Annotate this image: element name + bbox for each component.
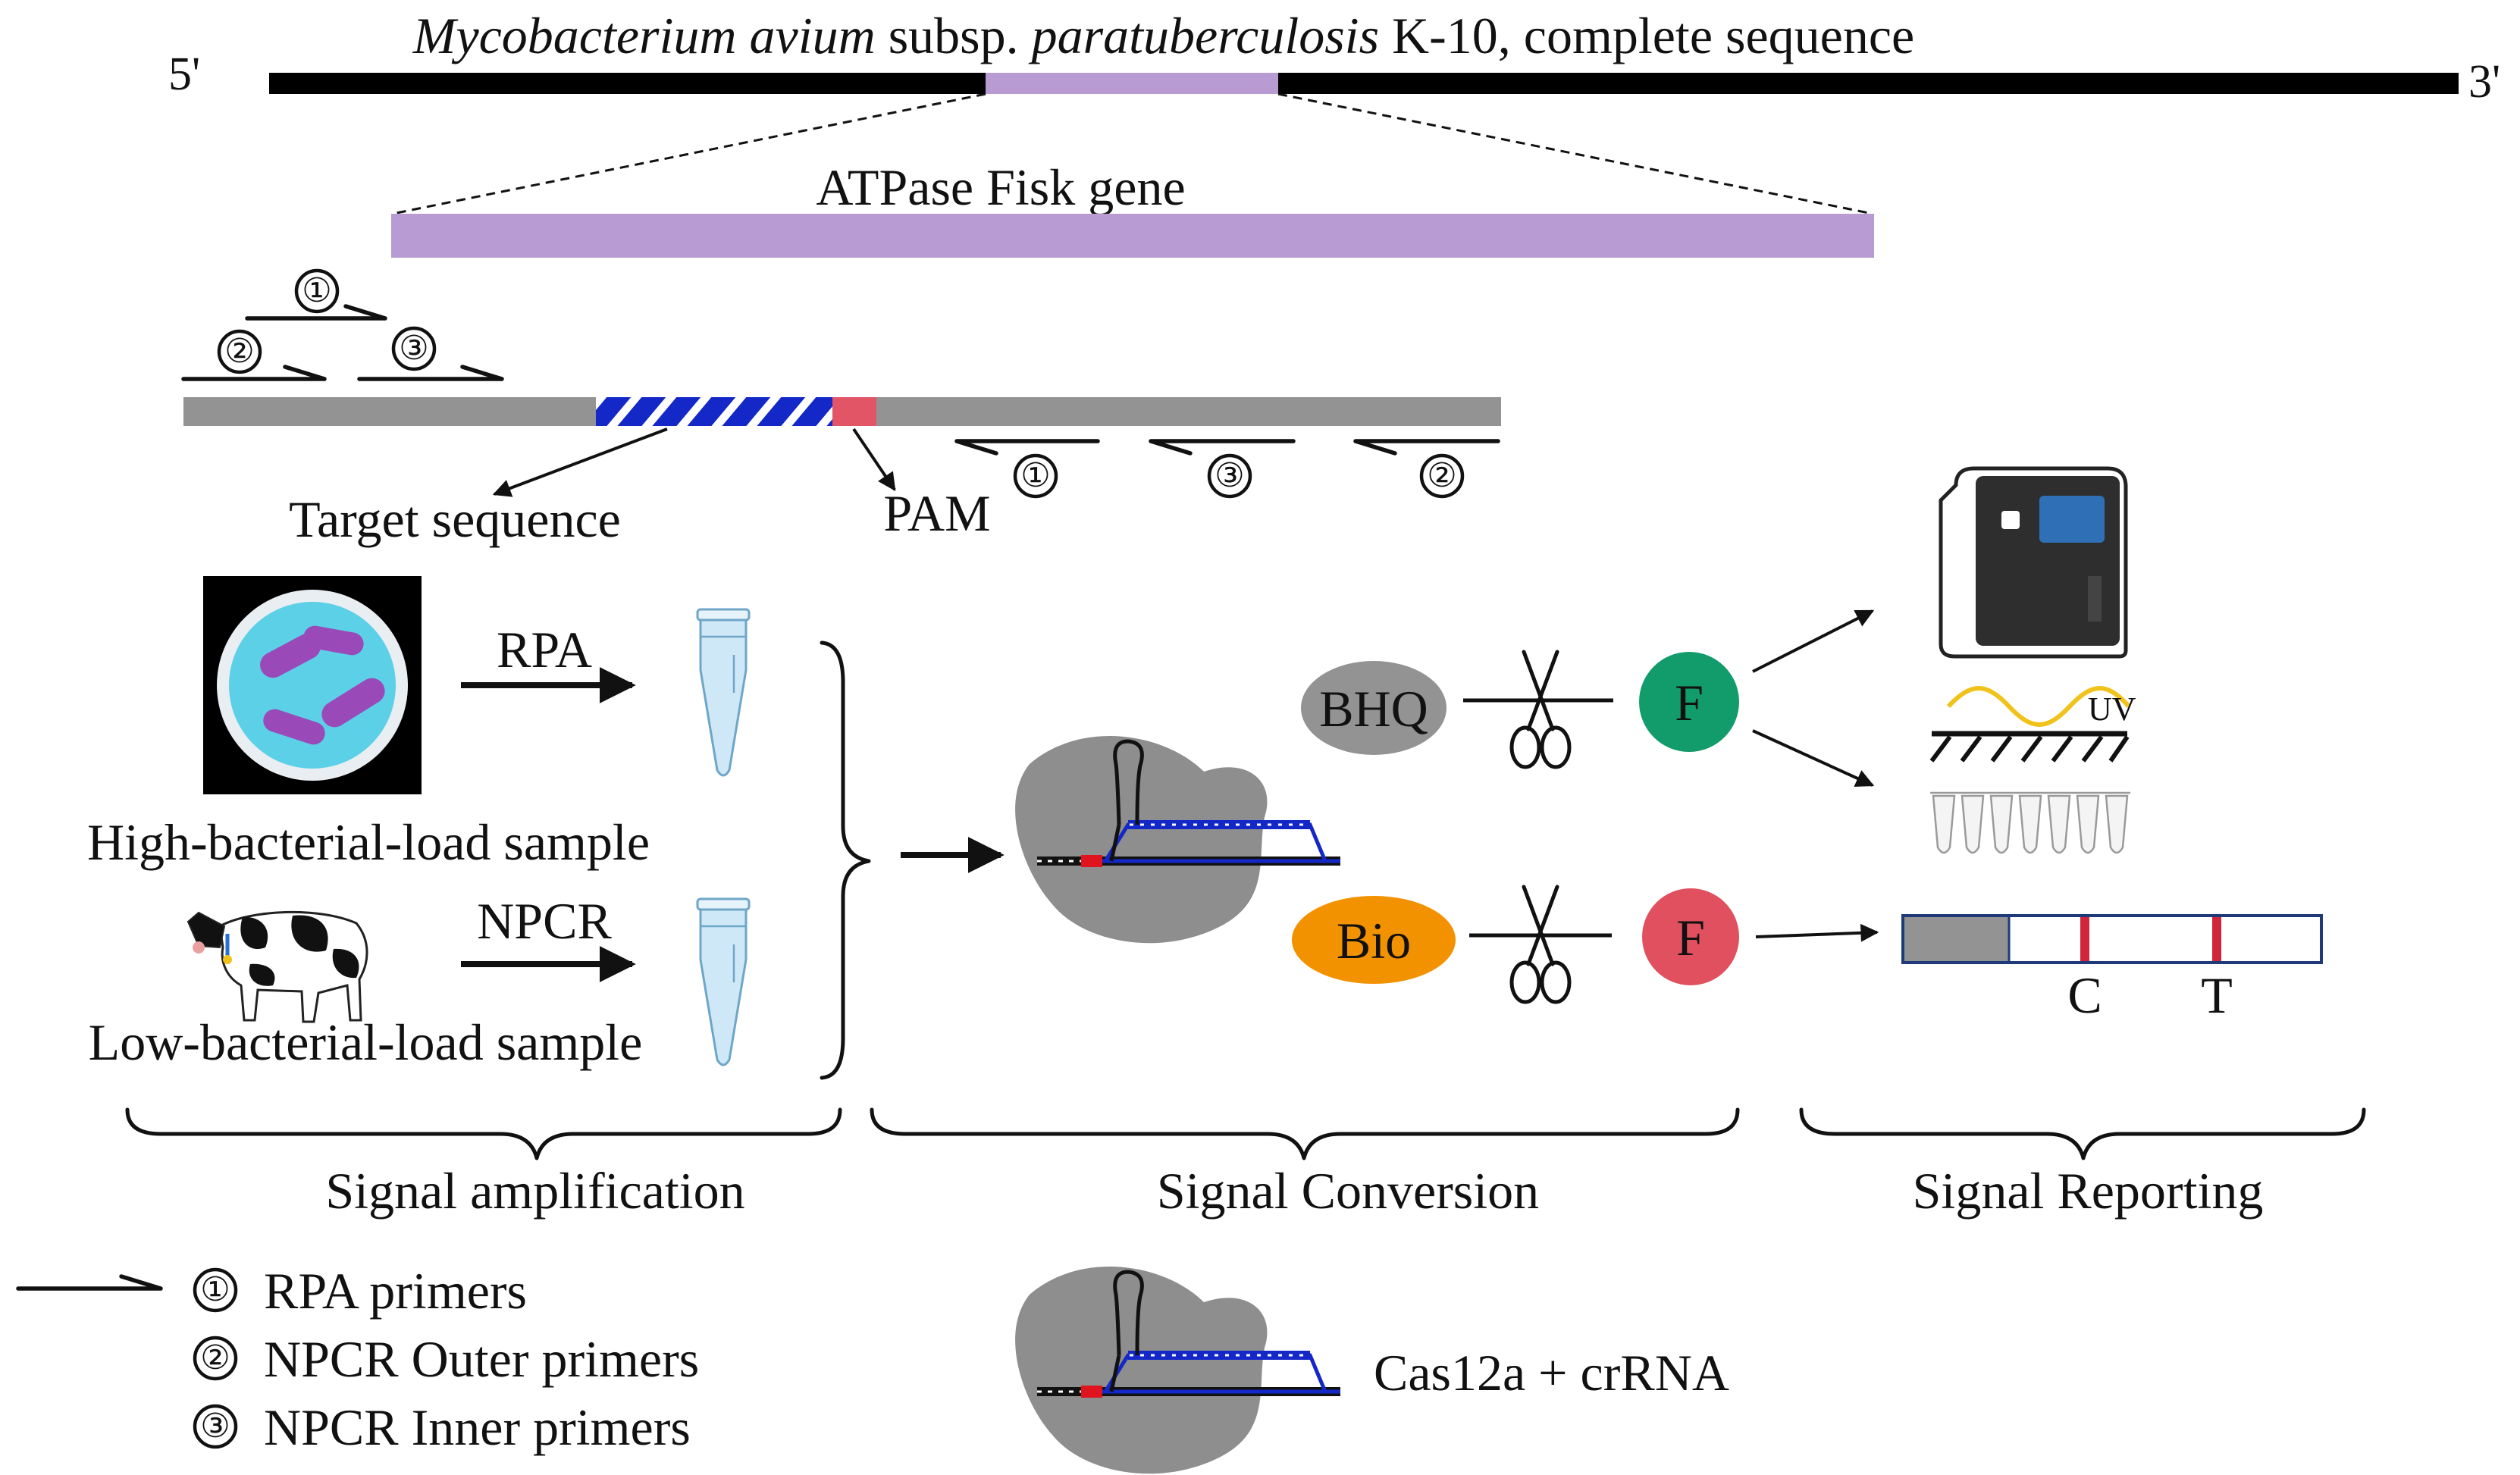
scissors-icon xyxy=(1512,652,1569,767)
target-sequence-region xyxy=(596,397,832,426)
primer-number-badge xyxy=(294,268,340,314)
npcr-inner-reverse-primer xyxy=(1149,439,1296,456)
npcr-outer-reverse-primer xyxy=(1353,439,1500,456)
three-prime-label: 3' xyxy=(2468,56,2500,108)
primer-number-badge xyxy=(391,326,437,371)
gene-bar xyxy=(391,214,1874,258)
petri-dish-icon xyxy=(203,576,422,794)
pam-pointer-arrow xyxy=(852,427,896,491)
primer-number-badge xyxy=(1013,453,1058,499)
legend-cas12a-crrna: Cas12a + crRNA xyxy=(1374,1344,1729,1401)
low-load-sample-label: Low-bacterial-load sample xyxy=(89,1013,643,1071)
primer-number-3: ③ xyxy=(1215,457,1244,494)
fam-fluorophore-green xyxy=(1639,652,1739,752)
biotin-label-shape xyxy=(1292,896,1456,984)
primer-number-badge xyxy=(1419,453,1465,499)
section-amplification-label: Signal amplification xyxy=(325,1162,744,1220)
legend-npcr-inner-primers: NPCR Inner primers xyxy=(264,1398,691,1456)
rpa-forward-primer xyxy=(245,304,387,321)
fluorophore-label-green: F xyxy=(1675,674,1704,731)
primer-number-badge xyxy=(1207,453,1252,499)
primer-number-2: ② xyxy=(224,333,254,370)
merge-brace xyxy=(820,640,871,1080)
test-line xyxy=(2212,917,2221,961)
fluorophore-label-red: F xyxy=(1676,909,1705,966)
zoom-line-left xyxy=(392,92,986,215)
test-line-label: T xyxy=(2201,966,2233,1024)
genome-bar xyxy=(269,73,2459,94)
bhq-quencher xyxy=(1301,661,1446,755)
primer-number-badge xyxy=(193,1336,238,1381)
bhq-label: BHQ xyxy=(1319,680,1428,738)
control-line-label: C xyxy=(2067,966,2102,1024)
cas12a-crrna-complex-icon xyxy=(1015,736,1340,943)
pam-region xyxy=(832,397,876,426)
control-line xyxy=(2080,917,2089,961)
amplification-brace xyxy=(125,1107,842,1160)
legend-number-3: ③ xyxy=(200,1408,230,1445)
rpa-label: RPA xyxy=(497,621,592,678)
gene-label: ATPase Fisk gene xyxy=(816,158,1185,216)
npcr-outer-forward-primer xyxy=(181,365,327,381)
primer-number-1: ① xyxy=(1020,457,1050,494)
fam-fluorophore-red xyxy=(1642,888,1739,985)
primer-number-badge xyxy=(193,1404,238,1449)
primer-number-3: ③ xyxy=(399,330,428,367)
npcr-inner-forward-primer xyxy=(357,365,504,381)
legend-cas12a-complex-icon xyxy=(1015,1267,1340,1473)
primer-number-badge xyxy=(193,1267,238,1313)
genome-title: Mycobacterium avium subsp. paratuberculo… xyxy=(412,7,1914,64)
to-strip-arrow xyxy=(1755,923,1879,942)
target-sequence-label: Target sequence xyxy=(289,490,621,548)
section-reporting-label: Signal Reporting xyxy=(1913,1162,2264,1220)
pam-label: PAM xyxy=(883,484,990,542)
bio-label: Bio xyxy=(1337,912,1411,969)
uv-label: UV xyxy=(2088,691,2136,728)
legend-primer-symbol xyxy=(16,1274,163,1291)
high-load-sample-label: High-bacterial-load sample xyxy=(87,813,650,871)
lateral-flow-strip xyxy=(1901,914,2323,964)
legend-rpa-primers: RPA primers xyxy=(264,1262,527,1320)
legend-npcr-outer-primers: NPCR Outer primers xyxy=(264,1330,699,1388)
primer-number-badge xyxy=(217,329,262,374)
zoom-line-right xyxy=(1277,92,1873,215)
cow-icon xyxy=(186,910,368,1023)
primer-number-2: ② xyxy=(1427,457,1456,494)
to-qpcr-arrow xyxy=(1752,609,1875,673)
to-uv-arrow xyxy=(1752,729,1875,787)
pcr-tube-strip-icon xyxy=(1930,791,2130,854)
npcr-tube-icon xyxy=(696,897,751,1066)
npcr-label: NPCR xyxy=(477,892,612,950)
qpcr-instrument-icon xyxy=(1939,466,2128,659)
conversion-brace xyxy=(870,1107,1740,1160)
legend-number-2: ② xyxy=(200,1339,230,1376)
target-pointer-arrow xyxy=(492,427,668,497)
primer-number-1: ① xyxy=(302,272,331,309)
five-prime-label: 5' xyxy=(168,49,200,100)
gene-locus-highlight xyxy=(986,73,1278,94)
reporting-brace xyxy=(1799,1107,2366,1160)
legend-number-1: ① xyxy=(200,1271,230,1308)
scissors-icon xyxy=(1512,887,1569,1002)
section-conversion-label: Signal Conversion xyxy=(1157,1162,1539,1220)
rpa-reverse-primer xyxy=(954,439,1100,456)
rpa-tube-icon xyxy=(696,608,751,777)
uv-lamp-icon xyxy=(1929,686,2131,763)
